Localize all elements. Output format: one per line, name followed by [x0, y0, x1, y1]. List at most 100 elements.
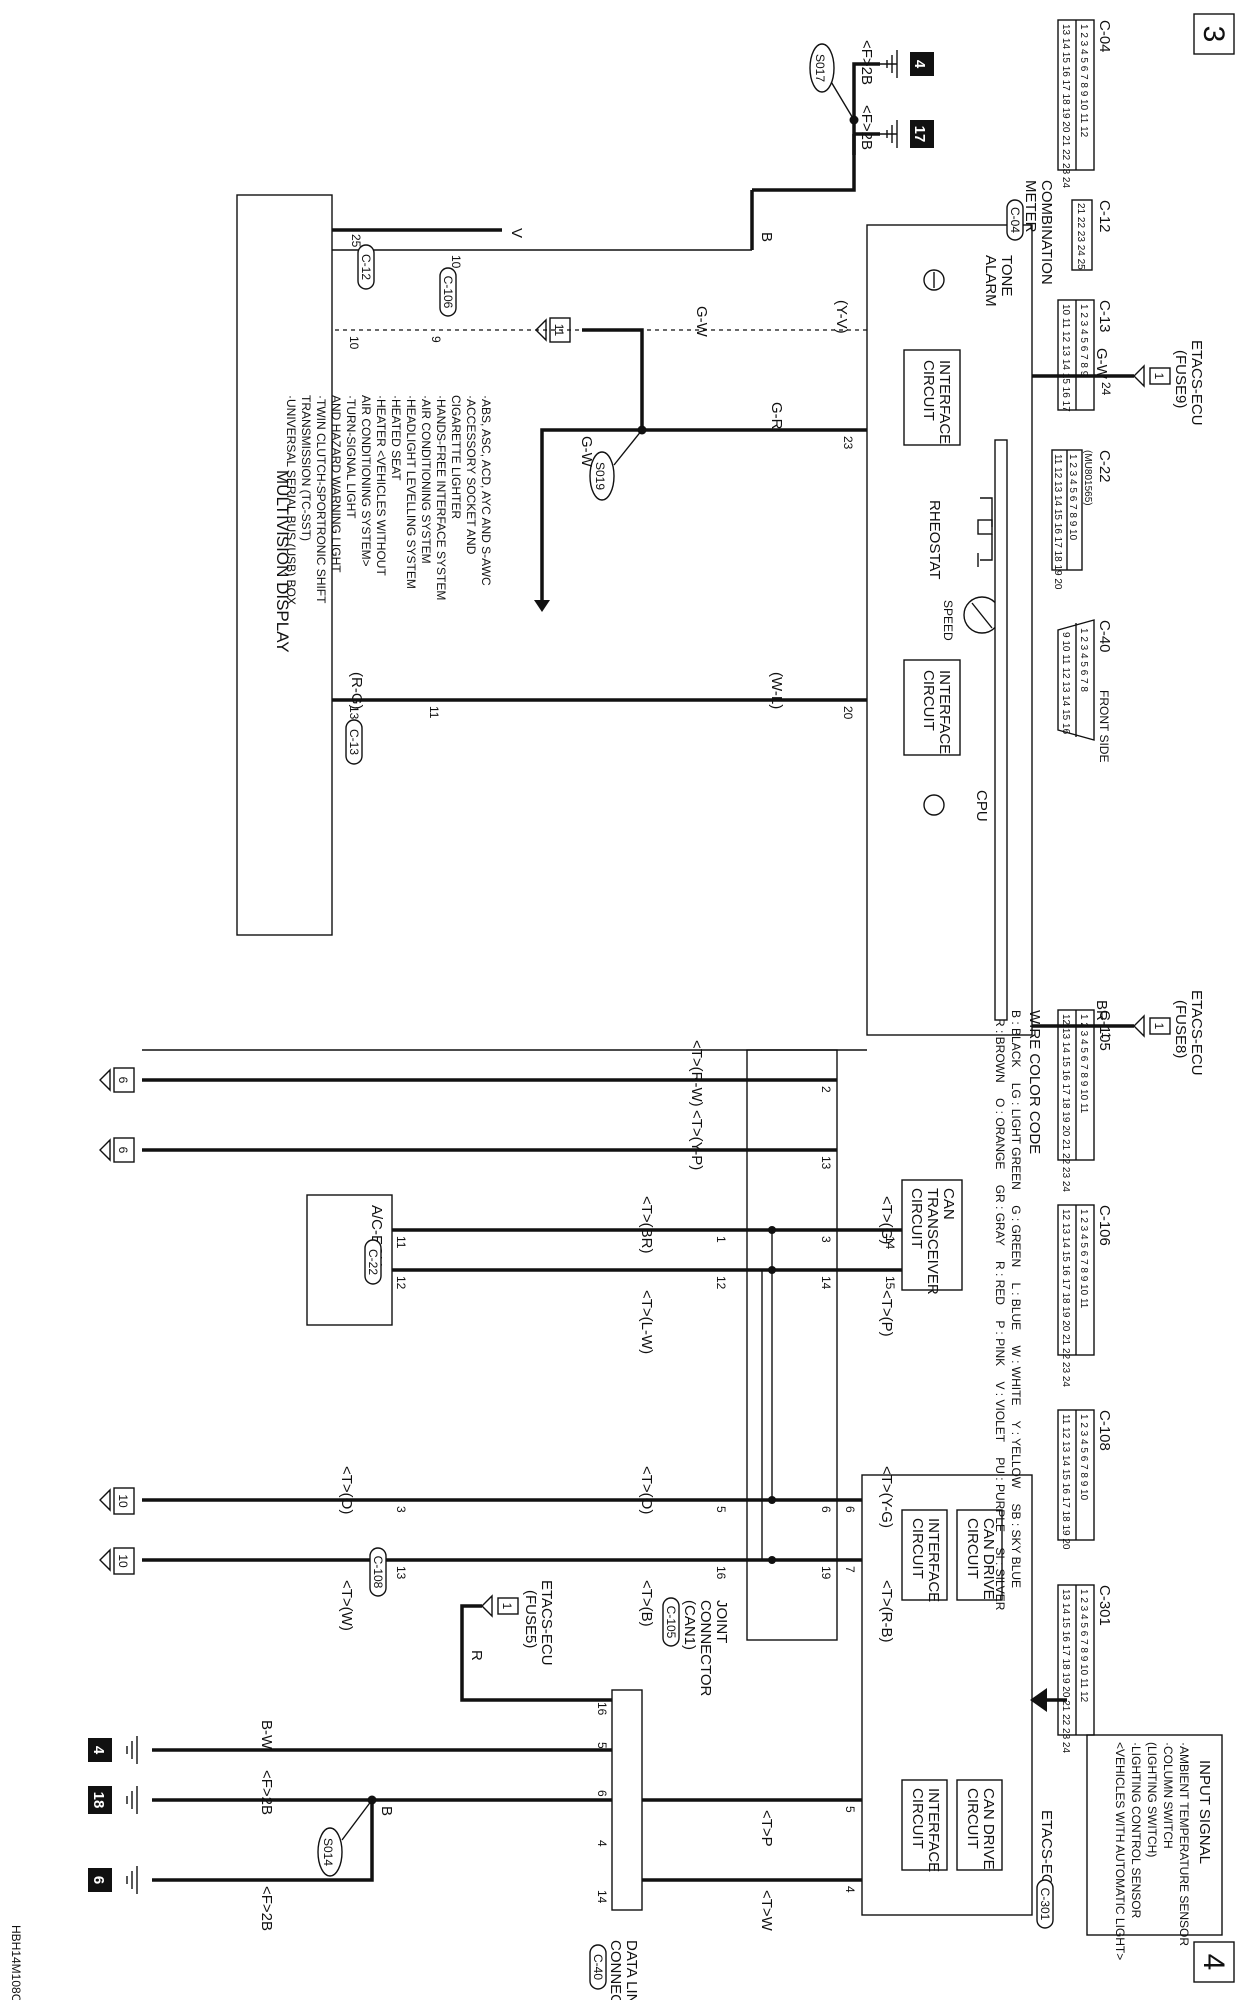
svg-text:CIRCUIT: CIRCUIT	[920, 670, 937, 731]
svg-text:·HEADLIGHT LEVELLING SYSTEM: ·HEADLIGHT LEVELLING SYSTEM	[404, 395, 418, 589]
etacs-ecu: ETACS-ECU C-301	[861, 1474, 1055, 1929]
svg-text:25: 25	[349, 234, 363, 248]
ref-6a: 6	[99, 1067, 135, 1093]
svg-text:COMBINATION: COMBINATION	[1038, 180, 1055, 285]
svg-text:1 2 3 4 5 6 7 8 9 10 11: 1 2 3 4 5 6 7 8 9 10 11	[1078, 1209, 1089, 1309]
svg-text:·AIR CONDITIONING SYSTEM: ·AIR CONDITIONING SYSTEM	[419, 395, 433, 564]
wire-color-code: WIRE COLOR CODE B : BLACK LG : LIGHT GRE…	[993, 1010, 1043, 1611]
svg-text:<F>2B: <F>2B	[858, 105, 875, 150]
svg-text:4: 4	[911, 60, 928, 69]
interface-circuit-3: INTERFACE CIRCUIT	[901, 1509, 948, 1602]
svg-text:5: 5	[714, 1506, 728, 1513]
ref-6b: 6	[99, 1137, 135, 1163]
cpu-bus: CPU	[973, 439, 1008, 1021]
svg-text:C-105: C-105	[664, 1606, 678, 1639]
svg-text:11 12 13 14 15 16 17 18 19 20: 11 12 13 14 15 16 17 18 19 20	[1052, 454, 1063, 590]
svg-text:5: 5	[843, 1806, 857, 1813]
svg-text:CIRCUIT: CIRCUIT	[908, 1188, 925, 1249]
multivision-display: MULTIVISION DISPLAY	[236, 194, 333, 936]
svg-text:3: 3	[1197, 26, 1230, 43]
svg-text:·HEATED SEAT: ·HEATED SEAT	[389, 395, 403, 481]
svg-text:14: 14	[595, 1890, 609, 1904]
ground-4b: 4	[88, 1736, 138, 1764]
svg-text:G-W: G-W	[693, 306, 710, 338]
svg-text:6: 6	[90, 1876, 107, 1884]
tone-alarm: TONE ALARM	[923, 255, 1015, 307]
svg-text:B: B	[758, 232, 775, 242]
svg-text:<VEHICLES WITH AUTOMATIC LIGHT: <VEHICLES WITH AUTOMATIC LIGHT>	[1113, 1742, 1127, 1960]
svg-text:6: 6	[819, 1506, 833, 1513]
svg-text:·ABS, ASC, ACD, AYC AND S-AWC: ·ABS, ASC, ACD, AYC AND S-AWC	[479, 395, 493, 586]
svg-text:C-301: C-301	[1096, 1585, 1113, 1626]
svg-text:(W-L): (W-L)	[768, 672, 785, 709]
s019-destination-list: ·ABS, ASC, ACD, AYC AND S-AWC ·ACCESSORY…	[284, 395, 493, 605]
svg-text:13: 13	[819, 1156, 833, 1170]
svg-text:(Y-V): (Y-V)	[833, 300, 850, 334]
svg-text:19: 19	[819, 1566, 833, 1580]
can-drive-circuit-1: CAN DRIVE CIRCUIT	[956, 1509, 1003, 1601]
svg-text:TRANSMISSION (TC-SST): TRANSMISSION (TC-SST)	[299, 395, 313, 541]
svg-text:G-W: G-W	[1093, 348, 1110, 380]
svg-text:SPEED: SPEED	[941, 600, 955, 641]
svg-text:(R-G): (R-G)	[348, 672, 365, 710]
svg-text:16: 16	[595, 1702, 609, 1716]
connector-c106: C-106 1 2 3 4 5 6 7 8 9 10 11 12 13 14 1…	[1057, 1204, 1113, 1387]
svg-text:C-40: C-40	[591, 1954, 605, 1980]
svg-text:FRONT SIDE: FRONT SIDE	[1097, 690, 1111, 762]
svg-text:DATA LINK: DATA LINK	[623, 1940, 640, 2000]
svg-text:B-W: B-W	[258, 1720, 275, 1750]
svg-text:1: 1	[714, 1236, 728, 1243]
svg-text:BR: BR	[1093, 1000, 1110, 1021]
svg-text:C-13: C-13	[347, 729, 361, 755]
svg-text:(FUSE5): (FUSE5)	[522, 1590, 539, 1648]
ac-ecu: A/C-ECU C-22	[306, 1194, 393, 1326]
connector-c108: C-108 1 2 3 4 5 6 7 8 9 10 11 12 13 14 1…	[1057, 1409, 1113, 1550]
svg-text:·AMBIENT TEMPERATURE SENSOR: ·AMBIENT TEMPERATURE SENSOR	[1177, 1742, 1191, 1946]
svg-text:C-13: C-13	[1096, 300, 1113, 333]
svg-text:10: 10	[116, 1554, 130, 1568]
svg-text:CPU: CPU	[973, 790, 990, 822]
svg-text:13 14 15 16 17 18 19 20 21 22: 13 14 15 16 17 18 19 20 21 22 23 24	[1060, 24, 1071, 188]
svg-text:1: 1	[1099, 1032, 1113, 1039]
svg-text:20: 20	[841, 706, 855, 720]
svg-text:S019: S019	[593, 462, 607, 490]
svg-text:CIRCUIT: CIRCUIT	[920, 360, 937, 421]
connector-c04: C-04 1 2 3 4 5 6 7 8 9 10 11 12 13 14 15…	[1057, 19, 1113, 188]
interface-circuit-2: INTERFACE CIRCUIT	[903, 659, 961, 756]
svg-text:C-108: C-108	[371, 1556, 385, 1589]
svg-text:6: 6	[116, 1077, 130, 1084]
svg-text:<F>2B: <F>2B	[258, 1886, 275, 1931]
svg-text:G-W: G-W	[578, 436, 595, 468]
svg-text:CAN DRIVE: CAN DRIVE	[980, 1518, 997, 1600]
svg-text:<T>(R-W): <T>(R-W)	[688, 1040, 705, 1107]
svg-text:ETACS-ECU: ETACS-ECU	[1038, 1810, 1055, 1896]
svg-text:INTERFACE: INTERFACE	[925, 1788, 942, 1872]
svg-text:(FUSE8): (FUSE8)	[1172, 1000, 1189, 1058]
svg-text:C-106: C-106	[441, 276, 455, 309]
svg-text:7: 7	[843, 1566, 857, 1573]
svg-text:11: 11	[394, 1236, 408, 1249]
svg-text:R: R	[468, 1650, 485, 1661]
svg-text:<T>P: <T>P	[758, 1810, 775, 1847]
svg-text:MULTIVISION DISPLAY: MULTIVISION DISPLAY	[273, 470, 292, 653]
svg-text:S014: S014	[321, 1838, 335, 1866]
svg-text:C-106: C-106	[1096, 1205, 1113, 1246]
svg-text:1 2 3 4 5 6 7 8 9: 1 2 3 4 5 6 7 8 9	[1078, 304, 1089, 377]
svg-text:9: 9	[429, 336, 443, 343]
connector-c40: C-40 FRONT SIDE 1 2 3 4 5 6 7 8 9 10 11 …	[1057, 619, 1113, 762]
svg-text:JOINT: JOINT	[713, 1600, 730, 1643]
ground-17: 17	[880, 120, 934, 148]
svg-text:C-22: C-22	[366, 1249, 380, 1275]
data-link-connector: DATA LINK CONNECTOR C-40 16 5 6 4 14	[589, 1689, 643, 2000]
svg-text:6: 6	[843, 1506, 857, 1513]
svg-text:1 2 3 4 5 6 7 8 9 10 11 12: 1 2 3 4 5 6 7 8 9 10 11 12	[1078, 1589, 1089, 1703]
svg-text:TONE: TONE	[998, 255, 1015, 296]
svg-text:<T>(R-B): <T>(R-B)	[878, 1580, 895, 1643]
svg-text:11 12 13 14 15 16 17 18 19 20: 11 12 13 14 15 16 17 18 19 20	[1060, 1414, 1071, 1550]
svg-text:1: 1	[1152, 1023, 1166, 1030]
svg-text:ETACS-ECU: ETACS-ECU	[1188, 990, 1205, 1076]
svg-text:CIRCUIT: CIRCUIT	[964, 1788, 981, 1849]
svg-text:15: 15	[883, 1276, 897, 1290]
svg-text:18: 18	[90, 1792, 107, 1809]
